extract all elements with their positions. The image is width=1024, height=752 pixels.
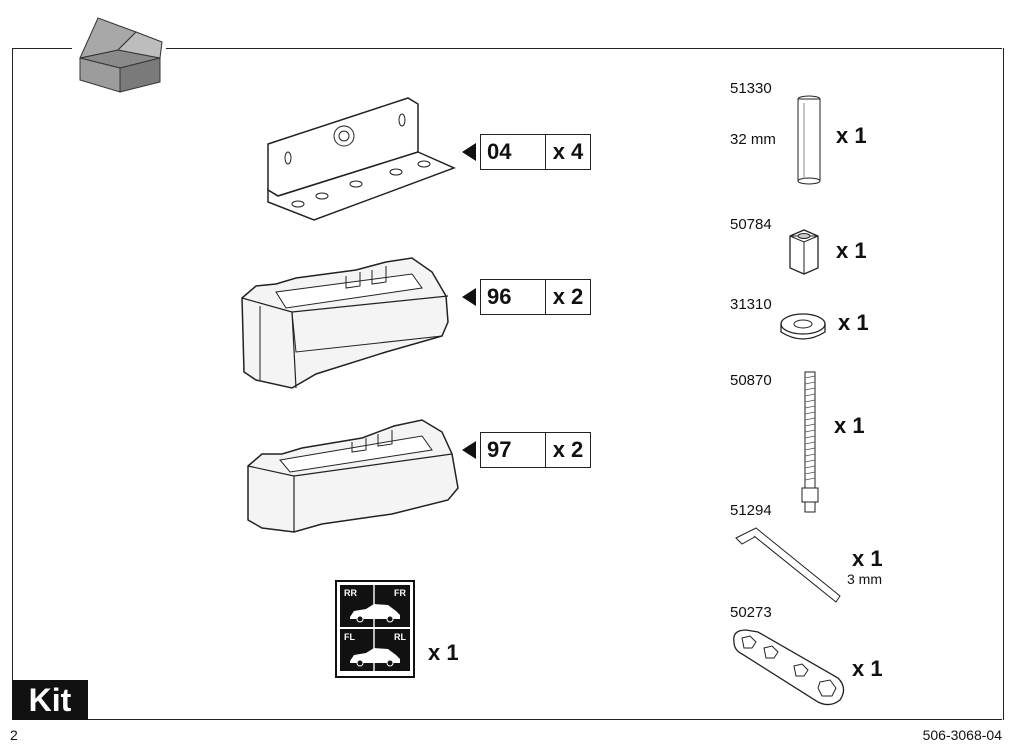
sticker-divider [373,582,375,672]
part-dimension: 3 mm [847,571,882,587]
part-quantity: x 4 [552,139,584,164]
car-icon [350,648,400,667]
part-quantity: x 1 [838,310,869,335]
sticker-top-panel: RR FR [340,585,410,627]
bracket-04-illustration [267,97,456,221]
hex-nut-icon [789,229,819,275]
part-number: 51294 [730,502,772,519]
part-number: 51330 [730,80,772,97]
pointer-arrow-icon [462,441,476,459]
foot-96-illustration [241,257,449,389]
page-number: 2 [10,727,18,743]
wrench-icon [733,629,845,706]
open-box-icon [79,17,163,93]
kit-label: Kit [12,680,88,720]
part-dimension: 32 mm [730,131,776,148]
part-code: 04 [481,135,546,169]
part-quantity: x 1 [836,123,867,148]
spring-washer-icon [780,313,826,340]
part-code: 96 [481,280,546,314]
part-number: 50273 [730,604,772,621]
car-icon [350,604,400,623]
position-sticker: RR FR FL RL [335,580,415,678]
document-number: 506-3068-04 [922,727,1002,743]
sticker-bottom-panel: FL RL [340,629,410,671]
sticker-label-rr: RR [344,588,357,598]
page-frame [12,48,1004,720]
part-code: 97 [481,433,546,467]
sticker-label-rl: RL [394,632,406,642]
part-quantity: x 1 [836,238,867,263]
foot-97-illustration [247,419,459,533]
part-number: 50784 [730,216,772,233]
part-quantity: x 2 [552,437,584,462]
threaded-rod-icon [801,371,819,513]
part-quantity: x 1 [852,656,883,681]
pointer-arrow-icon [462,288,476,306]
part-quantity: x 1 [852,546,883,571]
part-tag-96: 96 x 2 [462,279,591,315]
part-number: 31310 [730,296,772,313]
part-quantity: x 1 [834,413,865,438]
frame-top-left [12,48,72,49]
frame-bottom [88,719,1002,720]
spacer-tube-icon [797,95,821,185]
part-tag-04: 04 x 4 [462,134,591,170]
sticker-label-fl: FL [344,632,355,642]
sticker-quantity: x 1 [428,640,459,665]
frame-top-right [166,48,1002,49]
part-quantity: x 2 [552,284,584,309]
part-tag-97: 97 x 2 [462,432,591,468]
part-number: 50870 [730,372,772,389]
allen-key-icon [735,527,841,603]
pointer-arrow-icon [462,143,476,161]
sticker-label-fr: FR [394,588,406,598]
